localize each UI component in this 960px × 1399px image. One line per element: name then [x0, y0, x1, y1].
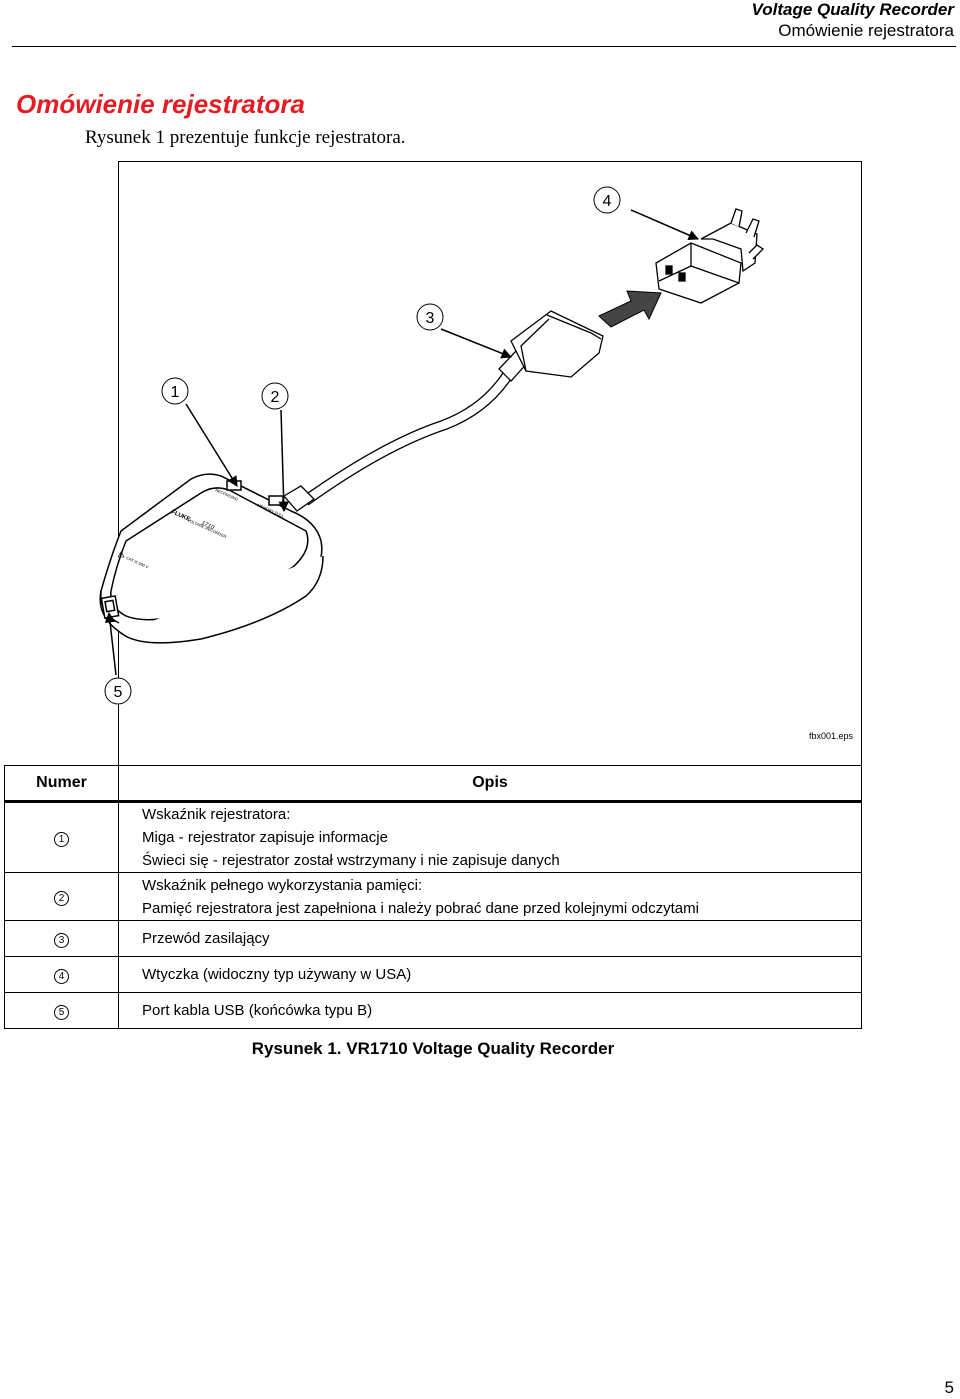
page-number: 5 — [944, 1378, 954, 1397]
legend-line: Wtyczka (widoczny typ używany w USA) — [142, 966, 412, 983]
legend-row-number: 5 — [4, 992, 119, 1029]
legend-line: Przewód zasilający — [142, 930, 270, 947]
legend-header-description: Opis — [118, 765, 862, 803]
section-title: Omówienie rejestratora — [16, 89, 305, 119]
legend-row-number: 4 — [4, 956, 119, 993]
legend-row-description: Wtyczka (widoczny typ używany w USA) — [118, 956, 862, 993]
svg-text:5: 5 — [114, 684, 123, 701]
running-header-title: Voltage Quality Recorder — [751, 0, 954, 19]
legend-row-description: Wskaźnik rejestratora: Miga - rejestrato… — [118, 801, 862, 873]
legend-row-number: 1 — [4, 801, 119, 873]
recorder-illustration: FLUKE 1710 VOLTAGE RECORDER RECORDING ME… — [99, 186, 765, 705]
callout-1: 1 — [161, 377, 189, 405]
callout-3: 3 — [416, 303, 444, 331]
intro-text: Rysunek 1 prezentuje funkcje rejestrator… — [85, 127, 406, 148]
legend-row: 5 Port kabla USB (końcówka typu B) — [4, 992, 862, 1029]
legend-line: Pamięć rejestratora jest zapełniona i na… — [142, 899, 699, 917]
legend-row-number: 2 — [4, 872, 119, 921]
legend-line: Świeci się - rejestrator został wstrzyma… — [142, 852, 560, 869]
callout-2: 2 — [261, 382, 289, 410]
legend-row: 1 Wskaźnik rejestratora: Miga - rejestra… — [4, 801, 862, 873]
figure-frame: FLUKE 1710 VOLTAGE RECORDER RECORDING ME… — [99, 161, 862, 765]
legend-line: Port kabla USB (końcówka typu B) — [142, 1002, 373, 1019]
legend-row: 3 Przewód zasilający — [4, 920, 862, 957]
legend-line: Wskaźnik pełnego wykorzystania pamięci: — [142, 876, 423, 894]
legend-row-number: 3 — [4, 920, 119, 957]
callout-4: 4 — [593, 186, 621, 214]
callout-5: 5 — [104, 677, 132, 705]
svg-text:3: 3 — [426, 310, 435, 327]
figure-file-id: fbx001.eps — [808, 731, 853, 741]
callout-leaders — [104, 209, 699, 676]
iec-connector — [498, 310, 604, 382]
legend-header-number: Numer — [4, 765, 119, 803]
svg-text:4: 4 — [603, 193, 612, 210]
legend-row: 2 Wskaźnik pełnego wykorzystania pamięci… — [4, 872, 862, 921]
running-header-subtitle: Omówienie rejestratora — [778, 21, 954, 40]
legend-row-description: Wskaźnik pełnego wykorzystania pamięci: … — [118, 872, 862, 921]
recorder-body — [99, 473, 324, 644]
us-plug — [655, 208, 765, 304]
insertion-arrow — [598, 290, 662, 328]
svg-text:1: 1 — [171, 384, 180, 401]
legend-line: Miga - rejestrator zapisuje informacje — [142, 829, 388, 846]
figure-caption: Rysunek 1. VR1710 Voltage Quality Record… — [251, 1039, 615, 1058]
legend-row-description: Port kabla USB (końcówka typu B) — [118, 992, 862, 1029]
legend-row: 4 Wtyczka (widoczny typ używany w USA) — [4, 956, 862, 993]
legend-line: Wskaźnik rejestratora: — [142, 806, 291, 823]
device-model-label: 1710 — [200, 520, 215, 531]
header-divider — [12, 46, 956, 47]
warning-triangle-icon — [117, 551, 125, 558]
svg-text:2: 2 — [271, 389, 280, 406]
power-cord — [282, 372, 512, 512]
legend-row-description: Przewód zasilający — [118, 920, 862, 957]
legend-header-row: Numer Opis — [4, 765, 862, 803]
legend-table: Numer Opis 1 Wskaźnik rejestratora: Miga… — [4, 765, 862, 1029]
